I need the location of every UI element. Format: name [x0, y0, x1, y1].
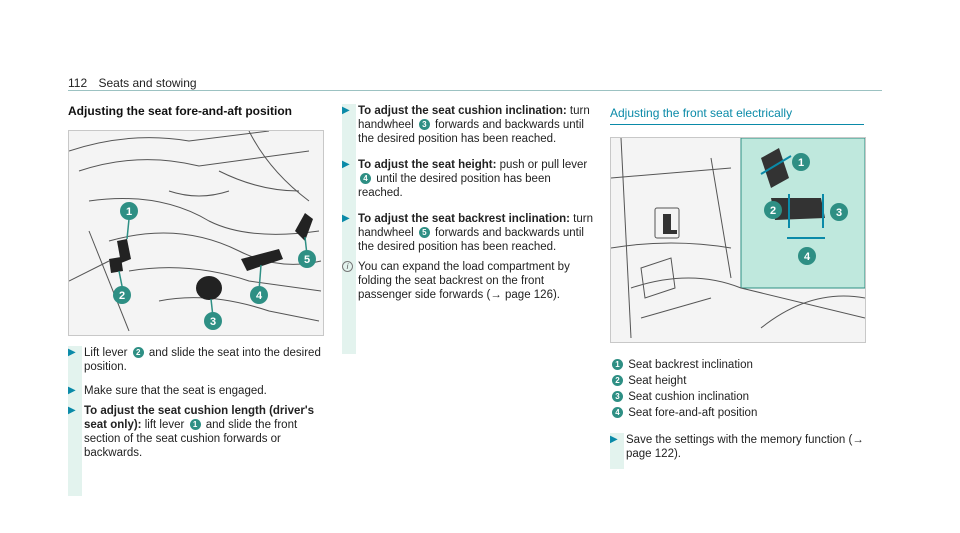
ref-badge-5: 5 — [418, 227, 430, 238]
legend-item: 3 Seat cushion inclination — [610, 389, 866, 405]
step-backrest-inclination: ▶ To adjust the seat backrest inclinatio… — [342, 213, 593, 253]
callout-e4: 4 — [804, 251, 811, 263]
step-save-memory: ▶ Save the settings with the memory func… — [610, 434, 864, 460]
legend-item: 2 Seat height — [610, 373, 866, 389]
callout-2: 2 — [119, 290, 125, 302]
step-arrow-icon: ▶ — [342, 213, 350, 224]
figure-legend: 1 Seat backrest inclination 2 Seat heigh… — [610, 357, 866, 421]
step-arrow-icon: ▶ — [68, 405, 76, 416]
seat-manual-illustration: 1 2 3 4 5 — [68, 130, 324, 336]
column-fore-aft: Adjusting the seat fore-and-aft position — [68, 104, 324, 496]
ref-badge-3: 3 — [418, 119, 430, 130]
step-arrow-icon: ▶ — [342, 159, 350, 170]
section-heading-electric: Adjusting the front seat electrically — [610, 106, 864, 125]
page-header: 112 Seats and stowing — [68, 76, 197, 90]
step-cushion-length: ▶ To adjust the seat cushion length (dri… — [68, 405, 314, 459]
callout-e1: 1 — [798, 157, 804, 169]
step-arrow-icon: ▶ — [610, 434, 618, 445]
ref-badge-1: 1 — [189, 419, 201, 430]
callout-5: 5 — [304, 254, 310, 266]
info-note: i You can expand the load compartment by… — [342, 260, 598, 302]
ref-badge-4: 4 — [360, 173, 371, 184]
section-heading-fore-aft: Adjusting the seat fore-and-aft position — [68, 104, 292, 118]
info-icon: i — [342, 261, 353, 272]
step-cushion-inclination: ▶ To adjust the seat cushion inclination… — [342, 105, 590, 145]
step-arrow-icon: ▶ — [342, 105, 350, 116]
legend-item: 1 Seat backrest inclination — [610, 357, 866, 373]
section-title: Seats and stowing — [98, 76, 197, 90]
step-lift-lever: ▶ Lift lever 2 and slide the seat into t… — [68, 347, 321, 373]
step-check-engaged: ▶ Make sure that the seat is engaged. — [68, 385, 267, 397]
legend-item: 4 Seat fore-and-aft position — [610, 405, 866, 421]
header-divider — [68, 90, 882, 91]
callout-e2: 2 — [770, 205, 776, 217]
seat-electric-illustration: 1 2 3 4 — [610, 137, 866, 343]
callout-e3: 3 — [836, 207, 842, 219]
callout-4: 4 — [256, 290, 263, 302]
step-arrow-icon: ▶ — [68, 347, 76, 358]
page-number: 112 — [68, 76, 88, 90]
callout-1: 1 — [126, 206, 132, 218]
callout-3: 3 — [210, 316, 216, 328]
step-seat-height: ▶ To adjust the seat height: push or pul… — [342, 159, 588, 199]
step-arrow-icon: ▶ — [68, 385, 76, 396]
column-cushion-steps: ▶ To adjust the seat cushion inclination… — [342, 104, 598, 354]
column-electric: Adjusting the front seat electrically — [610, 104, 866, 469]
ref-badge-2: 2 — [132, 347, 144, 358]
